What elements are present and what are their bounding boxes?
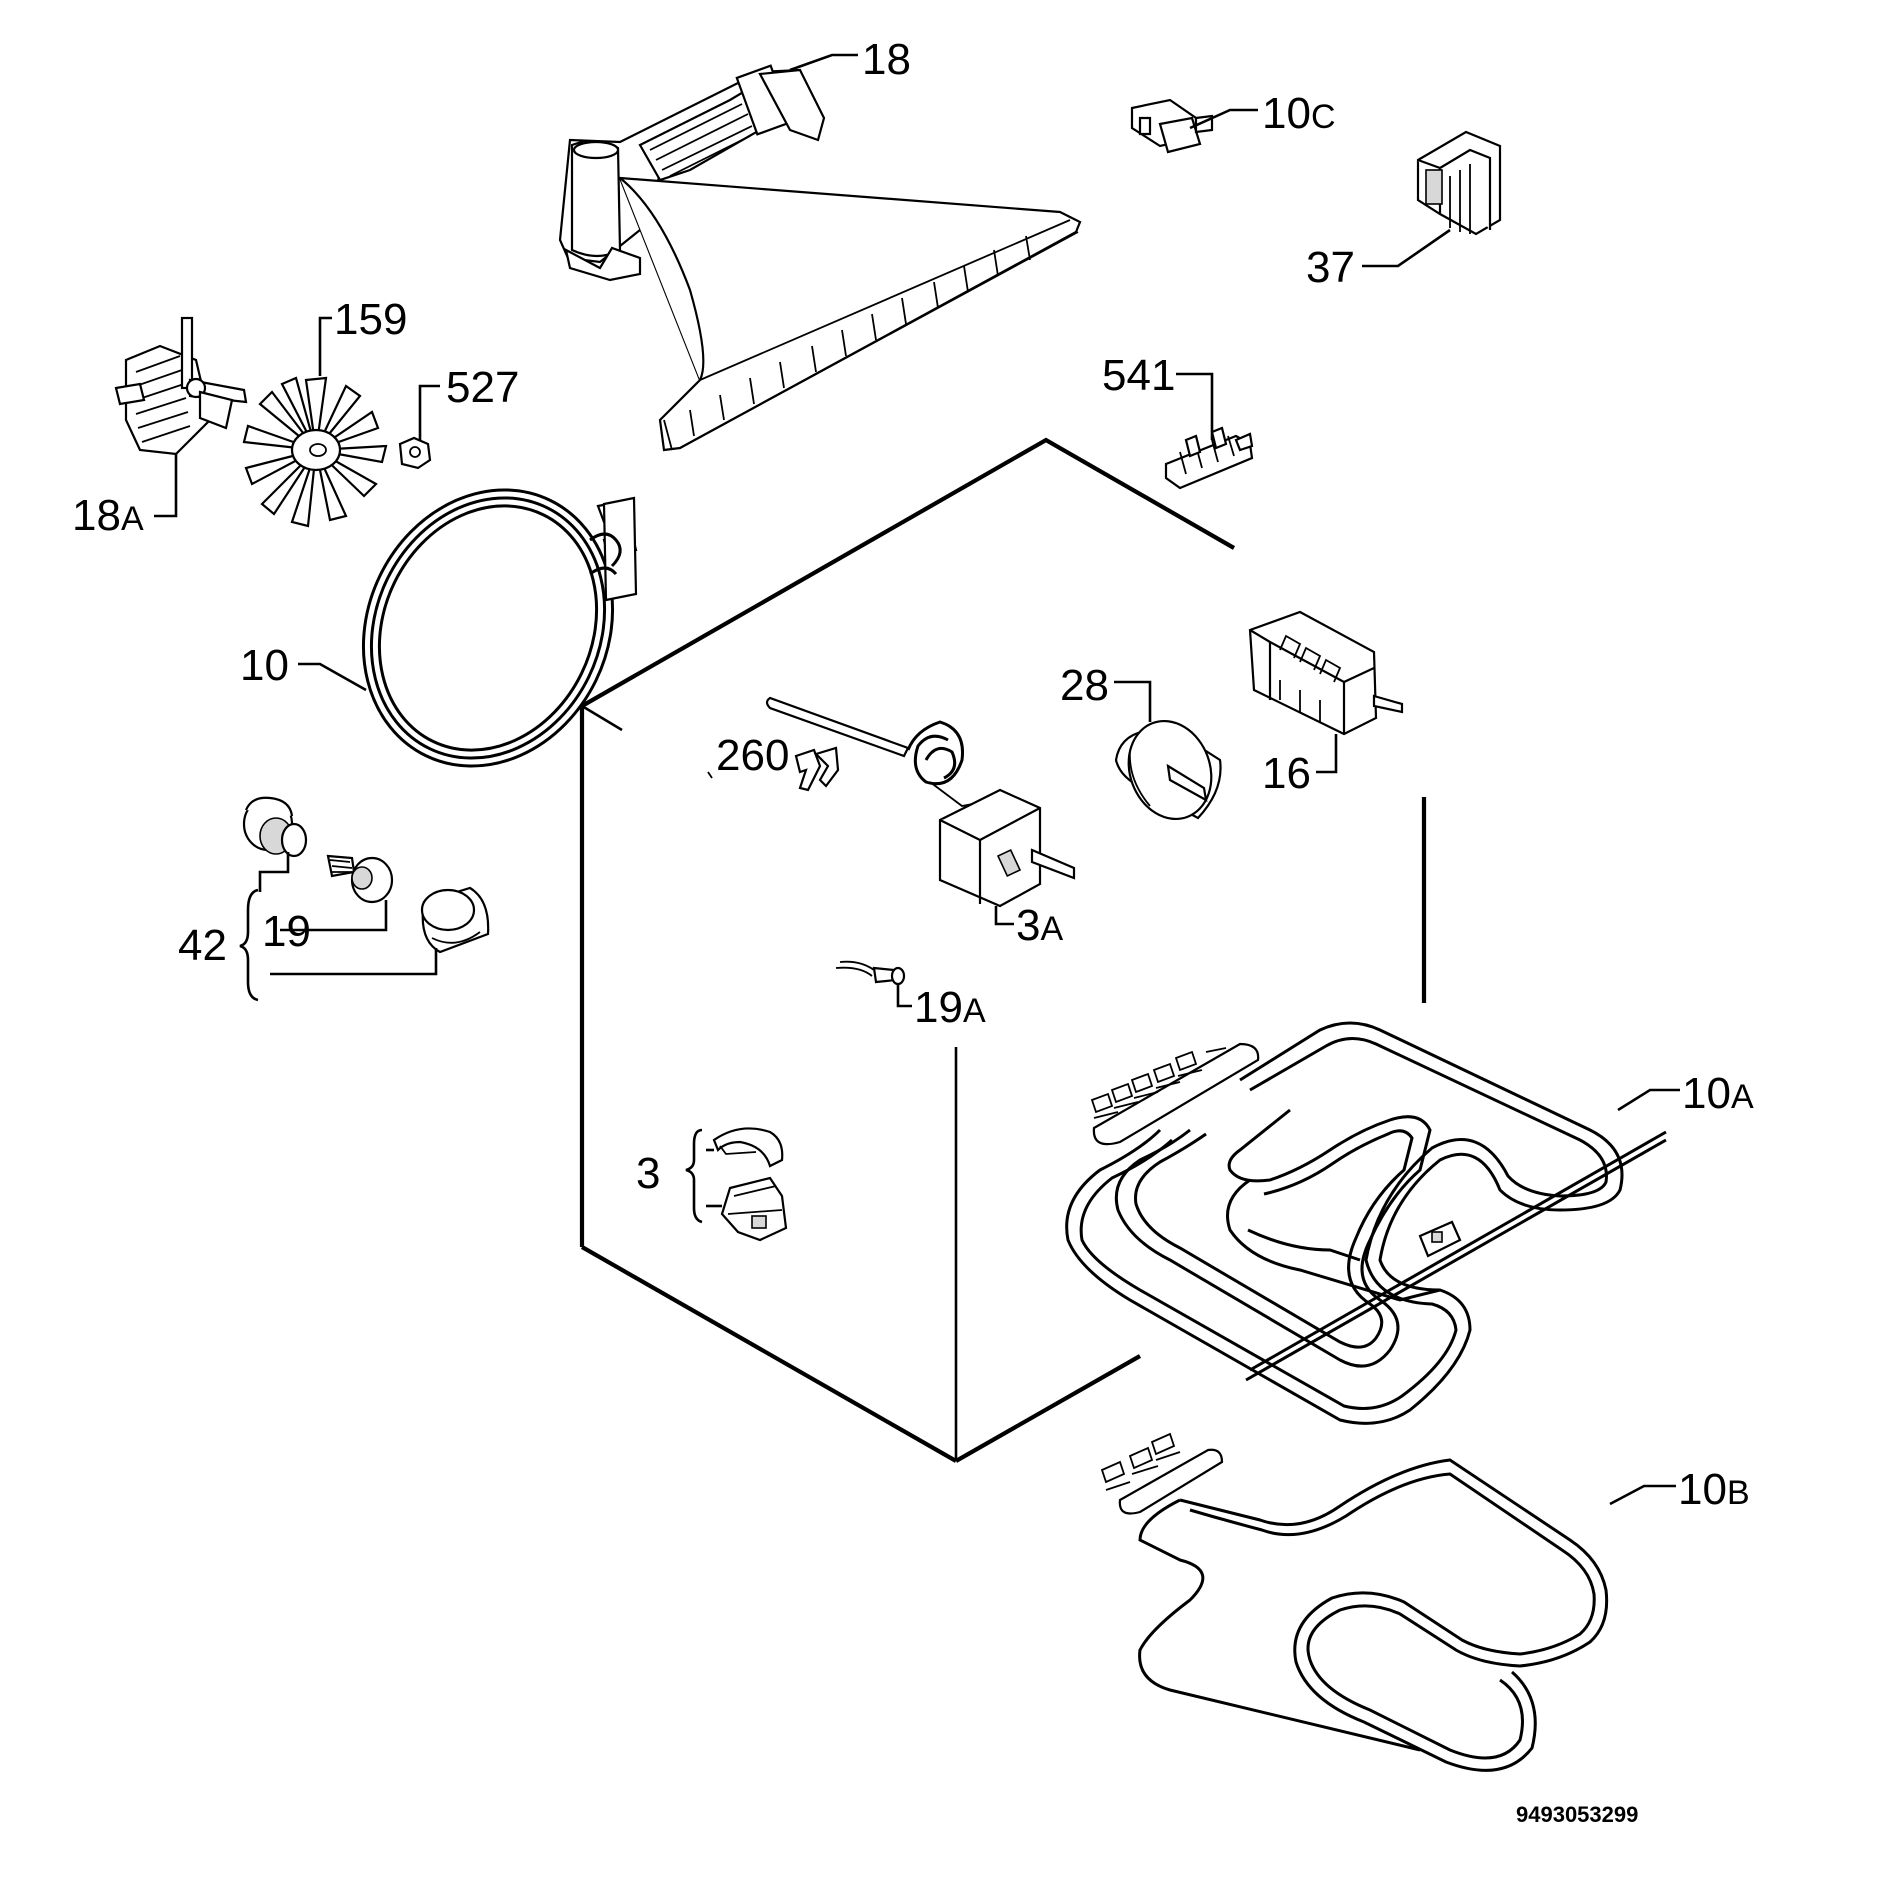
part-37-door-switch[interactable] (1416, 130, 1502, 236)
part-19a-sensor[interactable] (835, 960, 906, 986)
callout-28: 28 (1060, 661, 1109, 710)
callout-260: 260 (716, 731, 789, 780)
fan-housing-duct[interactable] (558, 64, 1082, 452)
callout-19a: 19A (914, 983, 986, 1032)
part-10a-grill-element[interactable] (1065, 1021, 1667, 1425)
part-19-lamp-bulb[interactable] (326, 854, 394, 904)
part-10b-bottom-element[interactable] (1100, 1432, 1609, 1772)
callout-37: 37 (1306, 243, 1355, 292)
callout-16: 16 (1262, 749, 1311, 798)
callout-159: 159 (334, 295, 407, 344)
part-541-terminal-block[interactable] (1164, 426, 1254, 490)
callout-18: 18 (862, 35, 911, 84)
part-16-selector-switch[interactable] (1248, 610, 1404, 736)
part-42-lamp-holder[interactable] (242, 796, 308, 858)
part-3a-thermostat[interactable] (765, 696, 1076, 908)
callout-10: 10 (240, 641, 289, 690)
callout-3a: 3A (1016, 901, 1063, 950)
part-10c-switch[interactable] (1130, 98, 1214, 154)
drawing-code: 9493053299 (1516, 1802, 1638, 1827)
part-3-bracket-lower[interactable] (720, 1176, 788, 1242)
part-10-circular-heating-element[interactable] (318, 448, 658, 808)
callout-19: 19 (262, 907, 311, 956)
part-28-rotary-control[interactable] (1114, 709, 1224, 830)
callout-10a: 10A (1682, 1069, 1754, 1118)
callout-541: 541 (1102, 351, 1175, 400)
callout-10c: 10C (1262, 89, 1336, 138)
callout-3: 3 (636, 1149, 660, 1198)
part-159-fan-impeller[interactable] (242, 376, 388, 528)
callout-10b: 10B (1678, 1465, 1750, 1514)
oven-cavity-outline (579, 437, 1427, 1463)
part-3-bracket-upper[interactable] (712, 1127, 784, 1168)
part-18a-fan-motor[interactable] (114, 316, 248, 456)
callout-527: 527 (446, 363, 519, 412)
callout-42: 42 (178, 921, 227, 970)
part-42-lamp-cover[interactable] (420, 886, 490, 954)
callout-18a: 18A (72, 491, 144, 540)
part-527-nut[interactable] (398, 436, 432, 470)
part-260-clip[interactable] (794, 746, 840, 792)
